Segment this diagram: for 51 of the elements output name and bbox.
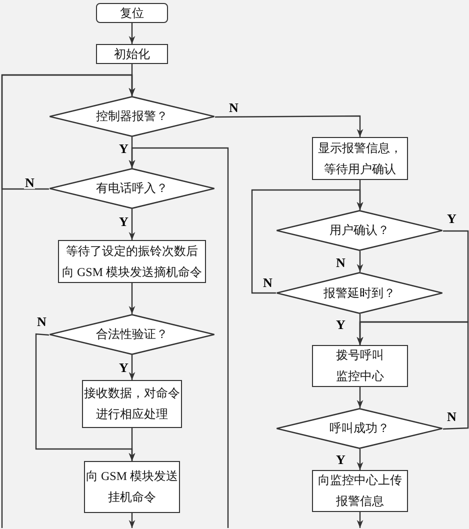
arrow xyxy=(128,428,136,461)
decision-diamond xyxy=(49,96,215,137)
node-text: 有电话呼入？ xyxy=(96,180,168,197)
decision-diamond xyxy=(276,272,443,314)
arrow xyxy=(356,251,364,272)
edge-label: N xyxy=(228,101,240,114)
node-text: 用户确认？ xyxy=(330,222,390,239)
arrow xyxy=(1,74,136,528)
node-text: 呼叫成功？ xyxy=(330,420,390,437)
arrow xyxy=(356,321,469,430)
edge-label: N xyxy=(335,256,346,269)
arrow xyxy=(356,449,364,470)
decision-diamond xyxy=(49,168,215,209)
node-text: 复位 xyxy=(120,4,144,22)
arrow xyxy=(356,387,364,408)
edge-label: Y xyxy=(118,142,130,155)
start-box xyxy=(96,3,168,23)
edge-label: N xyxy=(36,315,48,328)
arrow xyxy=(128,355,136,380)
node-text: 等待了设定的振铃次数后向 GSM 模块发送摘机命令 xyxy=(62,242,202,280)
decision-diamond xyxy=(276,210,443,251)
arrow xyxy=(128,513,136,528)
edge-label: Y xyxy=(446,212,458,225)
arrow xyxy=(215,115,364,137)
node-text: 向监控中心上传报警信息 xyxy=(317,472,403,510)
arrow xyxy=(128,147,229,528)
edge-label: Y xyxy=(335,318,346,331)
decision-diamond xyxy=(49,314,215,355)
edge-label: N xyxy=(262,276,274,289)
node-text: 合法性验证？ xyxy=(96,326,168,343)
node-text: 向 GSM 模块发送挂机命令 xyxy=(85,468,179,506)
edge-label: Y xyxy=(118,215,130,228)
process-box xyxy=(312,345,408,387)
node-text: 接收数据，对命令进行相应处理 xyxy=(84,385,180,423)
node-text: 初始化 xyxy=(114,46,150,62)
arrow xyxy=(356,512,364,528)
decision-diamond xyxy=(276,408,443,449)
process-box xyxy=(84,461,180,513)
arrow xyxy=(128,283,136,314)
process-box xyxy=(96,44,168,64)
arrow xyxy=(251,189,364,294)
edge-label: Y xyxy=(118,361,130,374)
node-text: 报警延时到？ xyxy=(324,284,396,302)
edge-label: N xyxy=(446,410,458,423)
node-text: 显示报警信息，等待用户确认 xyxy=(317,140,403,178)
edge-label: N xyxy=(24,176,36,189)
node-text: 控制器报警？ xyxy=(96,108,168,125)
arrow xyxy=(128,209,136,240)
edge-label: Y xyxy=(335,453,346,466)
arrow xyxy=(128,23,136,44)
node-text: 拨号呼叫监控中心 xyxy=(335,347,385,385)
